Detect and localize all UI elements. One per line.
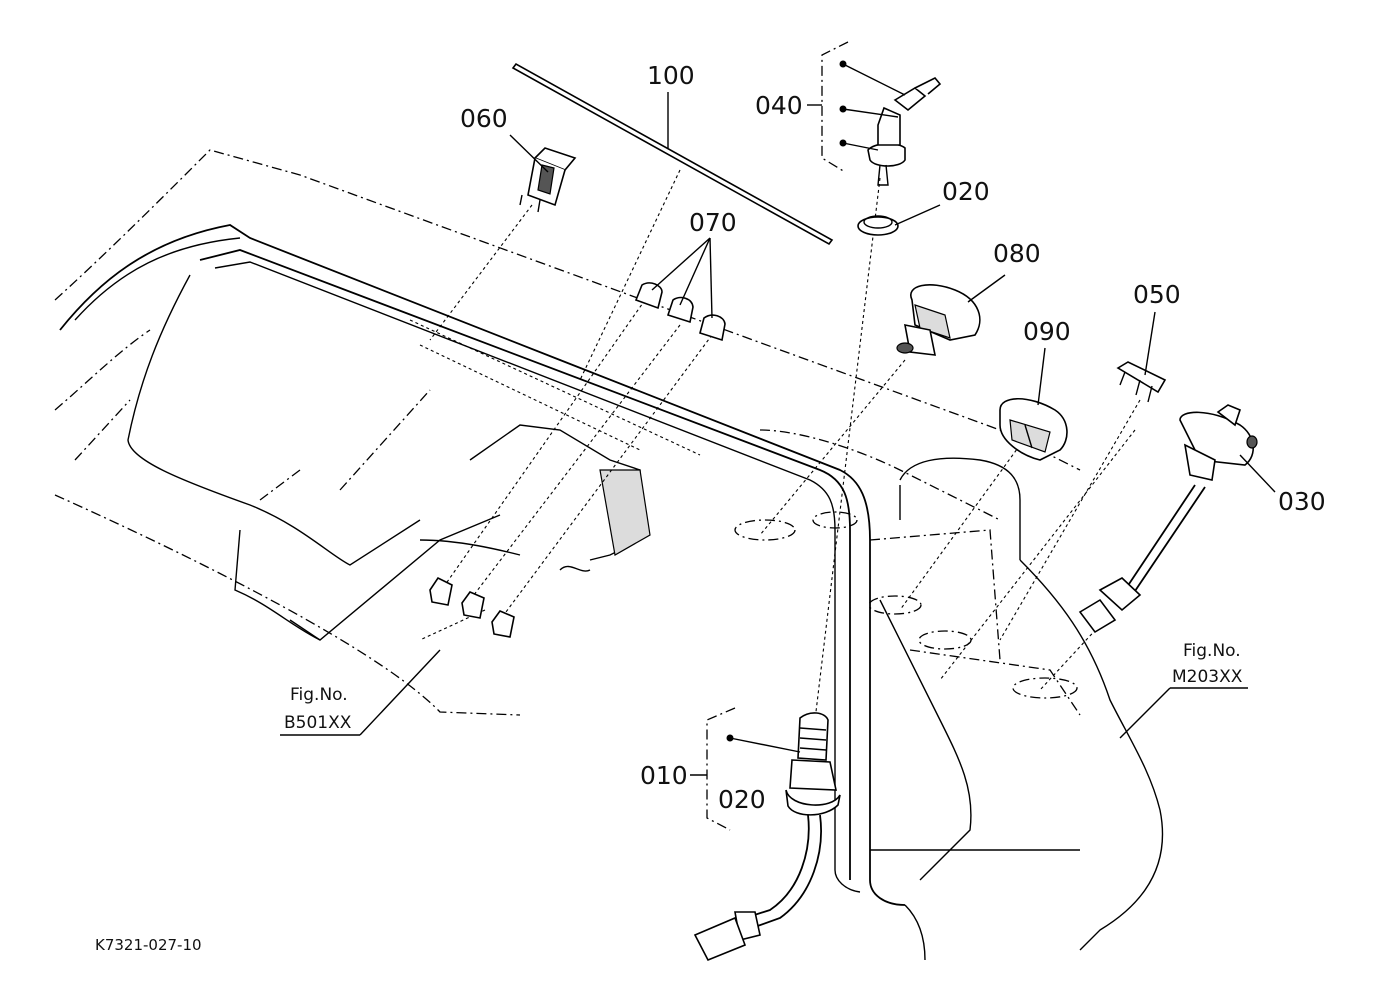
label-030: 030 — [1278, 487, 1326, 516]
drawing-code: K7321-027-10 — [95, 936, 202, 954]
fig-ref-right-line1: Fig.No. — [1183, 641, 1241, 661]
assembly-leader-lines — [419, 169, 1141, 721]
fig-ref-right-line2: M203XX — [1172, 667, 1243, 687]
label-leaders — [280, 92, 1276, 739]
callout-010-bracket — [690, 707, 801, 831]
label-020-top: 020 — [942, 177, 990, 206]
part-020-nut-top — [857, 215, 899, 236]
label-070: 070 — [689, 208, 737, 237]
fig-ref-left-line1: Fig.No. — [290, 685, 348, 705]
part-050-clip — [1116, 361, 1167, 403]
part-080-rotary-switch — [896, 284, 981, 356]
label-040: 040 — [755, 91, 803, 120]
fig-ref-left-line2: B501XX — [284, 713, 352, 733]
part-070-bulbs — [429, 282, 726, 638]
callout-labels: 100 060 040 020 070 080 050 090 030 010 … — [95, 61, 1326, 954]
label-090: 090 — [1023, 317, 1071, 346]
label-060: 060 — [460, 104, 508, 133]
part-060-power-socket — [519, 147, 577, 213]
callout-040-bracket — [807, 41, 906, 173]
part-030-sender-harness — [1078, 404, 1258, 634]
label-080: 080 — [993, 239, 1041, 268]
part-090-knob — [999, 398, 1068, 461]
part-010-sensor-pigtail — [693, 712, 841, 962]
label-020-bottom: 020 — [718, 785, 766, 814]
dashboard-panel-outline — [54, 149, 1164, 961]
label-010: 010 — [640, 761, 688, 790]
label-100: 100 — [647, 61, 695, 90]
label-050: 050 — [1133, 280, 1181, 309]
part-100-trim-strip — [511, 62, 834, 246]
